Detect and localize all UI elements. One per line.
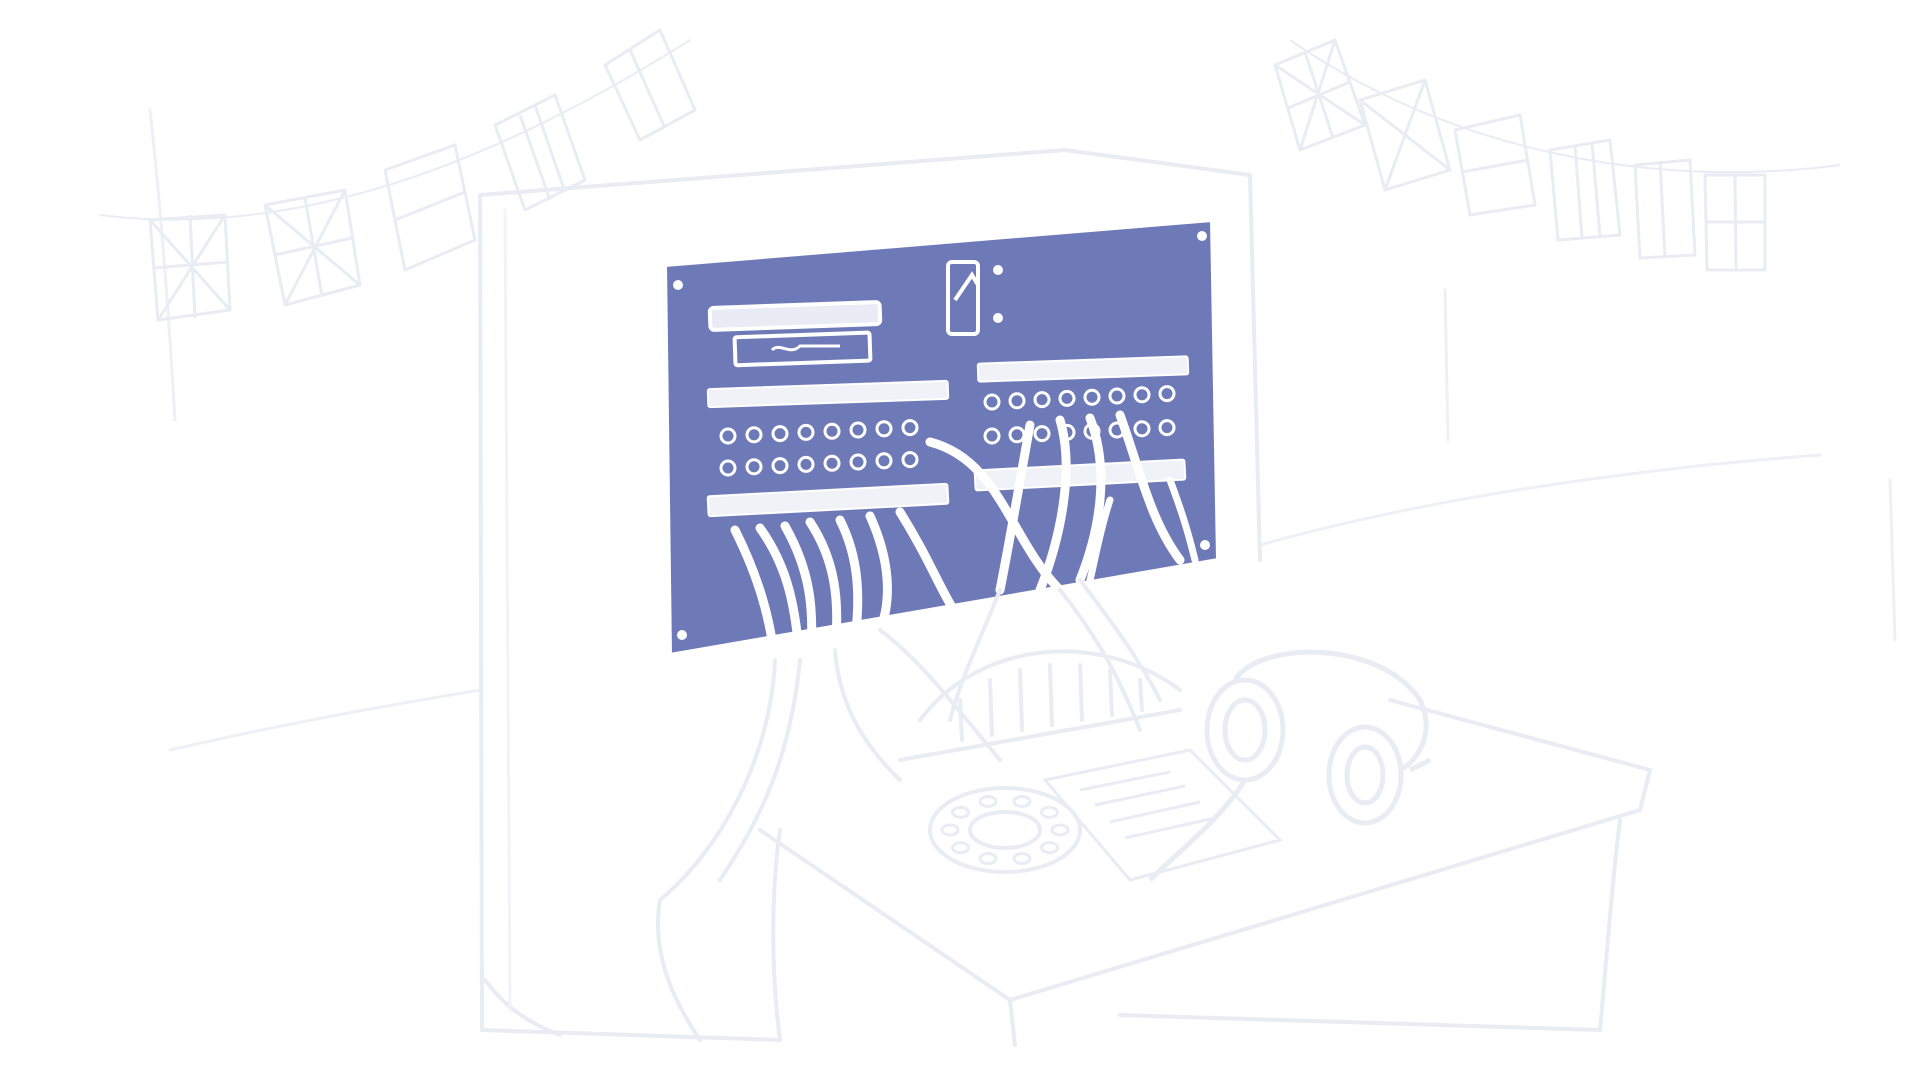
jack-holes-right xyxy=(983,385,1176,445)
jack-hole xyxy=(1133,420,1151,438)
dial-hole xyxy=(1050,823,1070,837)
rotary-dial xyxy=(928,786,1082,874)
label-plates xyxy=(707,300,883,368)
flag-icon xyxy=(1453,113,1537,217)
jack-hole xyxy=(823,454,841,472)
flag-icon xyxy=(1633,158,1697,260)
jack-hole xyxy=(1133,386,1151,404)
jack-hole xyxy=(1083,388,1101,406)
jack-hole xyxy=(1158,419,1176,437)
flag-icon xyxy=(1703,173,1767,272)
jack-hole xyxy=(849,421,867,439)
dial-hole xyxy=(951,841,971,855)
jack-hole xyxy=(849,453,867,471)
dial-hole xyxy=(1039,805,1059,819)
headphones xyxy=(1148,649,1432,882)
jack-strips xyxy=(706,355,1190,518)
union-jack-flag-icon xyxy=(1358,78,1452,192)
dial-hole xyxy=(951,805,971,819)
jack-holes-left xyxy=(719,419,919,477)
panel-face xyxy=(662,217,1221,658)
jack-hole xyxy=(745,426,763,444)
dial-hole xyxy=(1012,852,1032,866)
jack-hole xyxy=(797,423,815,441)
jack-hole xyxy=(1058,389,1076,407)
patch-cables-lower xyxy=(656,578,1162,1042)
dial-hole xyxy=(978,852,998,866)
jack-hole xyxy=(745,458,763,476)
dial-hole xyxy=(1039,841,1059,855)
jack-hole xyxy=(823,422,841,440)
jack-hole xyxy=(719,427,737,445)
flag-icon xyxy=(603,28,697,142)
flag-icon xyxy=(383,143,477,272)
room-lines xyxy=(148,108,1897,752)
patch-cables xyxy=(730,410,1199,665)
flag-icon xyxy=(1548,138,1622,242)
switchboard-cabinet xyxy=(478,148,1652,1047)
dial-hole xyxy=(940,823,960,837)
jack-hole xyxy=(771,425,789,443)
jack-hole xyxy=(901,419,919,437)
jack-hole xyxy=(1033,425,1051,443)
panel-screws xyxy=(673,231,1210,640)
jack-hole xyxy=(797,455,815,473)
union-jack-flag-icon xyxy=(1273,38,1367,152)
jack-hole xyxy=(983,393,1001,411)
jack-hole xyxy=(901,451,919,469)
jack-hole xyxy=(771,457,789,475)
switchboard-panel xyxy=(662,217,1221,658)
toggle-switch-icon xyxy=(946,260,1003,336)
jack-hole xyxy=(875,420,893,438)
dial-hole xyxy=(1012,794,1032,808)
dial-hole xyxy=(978,794,998,808)
jack-hole xyxy=(1033,391,1051,409)
jack-hole xyxy=(719,459,737,477)
desk-notepad xyxy=(1042,748,1283,882)
union-jack-flag-icon xyxy=(148,213,232,322)
union-jack-flag-icon xyxy=(263,188,362,307)
jack-hole xyxy=(983,427,1001,445)
jack-hole xyxy=(1008,392,1026,410)
jack-hole xyxy=(1108,387,1126,405)
jack-hole xyxy=(875,452,893,470)
flag-icon xyxy=(493,93,587,212)
bunting-flags-left xyxy=(99,28,697,322)
bunting-flags-right xyxy=(1273,38,1841,272)
plug-row xyxy=(898,649,1182,762)
jack-hole xyxy=(1158,385,1176,403)
rotary-phone-dial-icon xyxy=(940,794,1070,866)
